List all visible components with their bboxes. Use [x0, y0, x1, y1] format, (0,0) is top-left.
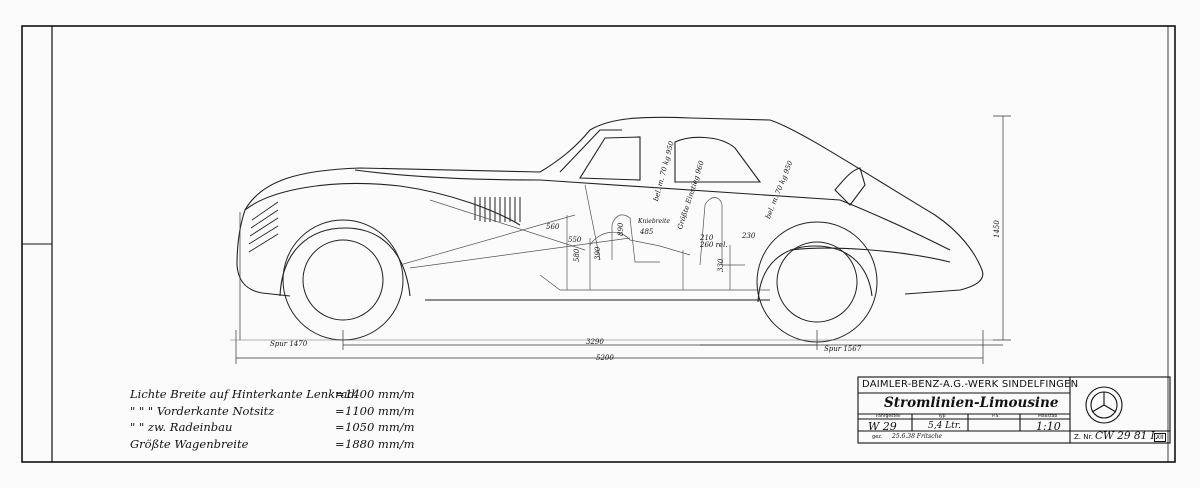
- dim-210: 210: [700, 234, 714, 242]
- floor-line: [539, 274, 770, 291]
- col-massstab: Maßstab: [1038, 414, 1058, 419]
- dim-580: 580: [573, 248, 581, 262]
- belt-line: [539, 179, 951, 251]
- rear-quarter-window: [834, 167, 866, 206]
- hood-line: [354, 169, 541, 181]
- massstab-value: 1:10: [1036, 420, 1061, 433]
- drawing-no-label: Z. Nr.: [1074, 433, 1093, 441]
- title-block: DAIMLER-BENZ-A.G.-WERK SINDELFINGEN Stro…: [858, 377, 1170, 443]
- dim-kniebreite: Kniebreite: [638, 218, 670, 225]
- gez-date: 25.6.38 Fritsche: [892, 433, 943, 440]
- front-fender-line: [244, 182, 521, 226]
- title-block-frame: [857, 376, 1171, 444]
- driver-figure: [589, 232, 691, 256]
- rear-wheel-arch: [757, 245, 873, 303]
- gez-label: gez.: [872, 434, 883, 440]
- interior-layout: [399, 184, 770, 291]
- dim-260-rel: 260 rel.: [700, 241, 728, 249]
- note-eq: =: [335, 420, 345, 434]
- note-value: 1050 mm/m: [345, 420, 415, 434]
- car-side-profile: [236, 116, 984, 303]
- dim-spur-rear: Spur 1567: [824, 345, 862, 353]
- dim-230: 230: [742, 232, 756, 240]
- body-outline: [236, 116, 984, 301]
- note-value: 1100 mm/m: [345, 403, 415, 418]
- note-value: 1400 mm/m: [345, 387, 415, 401]
- diagonal-sightline-2: [409, 237, 631, 269]
- front-side-window: [579, 136, 641, 181]
- dimension-lines: [235, 115, 1011, 364]
- diagonal-sightline-3: [429, 199, 586, 251]
- rear-wheel-spat: [789, 247, 951, 263]
- note-label: " " " Vorderkante Notsitz: [130, 403, 275, 418]
- col-typ: Typ: [938, 414, 946, 419]
- windscreen: [559, 129, 622, 173]
- radiator-grille: [248, 201, 279, 253]
- dim-length: 5200: [596, 354, 614, 362]
- company-name: DAIMLER-BENZ-A.G.-WERK SINDELFINGEN: [862, 379, 1079, 390]
- drawing-suffix: XII: [1154, 433, 1166, 442]
- col-ps: P.S.: [992, 414, 1000, 419]
- rear-side-window: [674, 136, 762, 183]
- dim-890: 890: [617, 222, 625, 236]
- dim-390: 390: [594, 246, 602, 260]
- fahrgestell-value: W 29: [868, 420, 897, 433]
- bonnet-louvres: [474, 197, 521, 222]
- dim-560: 560: [546, 223, 560, 231]
- note-eq: =: [335, 436, 345, 451]
- rear-seat: [699, 197, 745, 266]
- dim-spur-front: Spur 1470: [270, 340, 308, 348]
- drawing-no: CW 29 81 I.: [1095, 430, 1159, 442]
- note-eq: =: [335, 387, 345, 401]
- front-seat: [611, 214, 660, 263]
- drawing-title: Stromlinien-Limousine: [884, 395, 1059, 411]
- steering-wheel: [584, 184, 601, 261]
- diagonal-sightline-1: [399, 214, 576, 266]
- rear-wheel: [756, 221, 878, 343]
- col-fahrgestell: Fahrgestell: [876, 414, 901, 419]
- dim-wheelbase: 3290: [586, 338, 604, 346]
- typ-value: 5,4 Ltr.: [928, 421, 961, 431]
- note-label: Größte Wagenbreite: [130, 436, 249, 451]
- dim-330: 330: [717, 258, 725, 272]
- dim-485: 485: [640, 228, 654, 236]
- note-label: " " zw. Radeinbau: [130, 420, 233, 434]
- mercedes-star-logo: [1085, 386, 1123, 424]
- note-eq: =: [335, 403, 345, 418]
- note-value: 1880 mm/m: [345, 436, 415, 451]
- dim-550: 550: [568, 236, 582, 244]
- front-wheel: [282, 219, 404, 341]
- dim-height: 1450: [993, 220, 1001, 238]
- note-label: Lichte Breite auf Hinterkante Lenkrad: [130, 387, 355, 401]
